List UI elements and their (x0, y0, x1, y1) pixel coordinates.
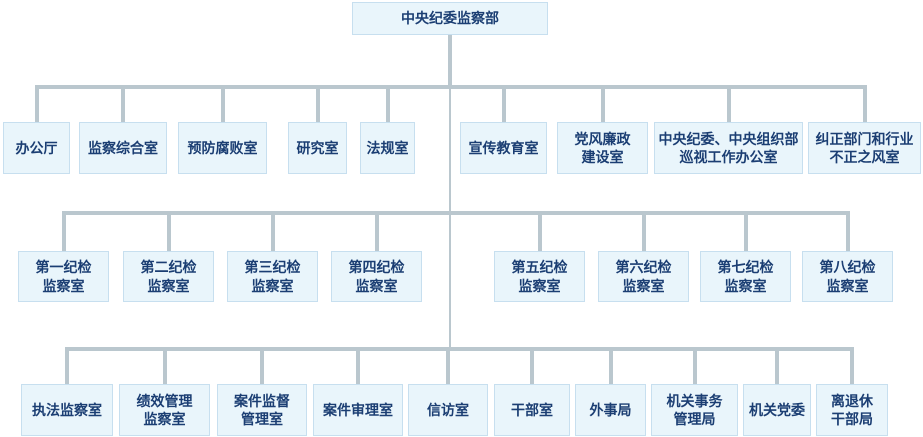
drop-line (166, 211, 171, 251)
drop-line (692, 347, 697, 384)
drop-line (260, 347, 264, 384)
org-node: 第六纪检 监察室 (598, 251, 689, 302)
drop-line (446, 347, 450, 384)
org-node: 第四纪检 监察室 (331, 251, 422, 302)
drop-line (530, 347, 534, 384)
org-node: 党风廉政 建设室 (557, 122, 648, 174)
org-node: 案件审理室 (313, 384, 403, 436)
trunk-line (449, 89, 451, 211)
drop-line (34, 85, 39, 122)
org-node: 机关事务 管理局 (651, 384, 738, 436)
org-node: 执法监察室 (21, 384, 113, 436)
org-node: 监察综合室 (79, 122, 167, 174)
drop-line (374, 211, 379, 251)
org-node: 第三纪检 监察室 (227, 251, 318, 302)
org-node: 第八纪检 监察室 (802, 251, 893, 302)
org-node: 离退休 干部局 (816, 384, 888, 436)
drop-line (356, 347, 360, 384)
org-node: 绩效管理 监察室 (119, 384, 210, 436)
drop-line (600, 85, 605, 122)
org-node: 第一纪检 监察室 (18, 251, 109, 302)
org-node: 外事局 (575, 384, 646, 436)
drop-line (220, 85, 225, 122)
trunk-line (448, 35, 452, 85)
drop-line (775, 347, 779, 384)
drop-line (608, 347, 613, 384)
org-node: 中央纪委、中央组织部 巡视工作办公室 (654, 122, 803, 174)
bus-line (61, 211, 850, 215)
drop-line (726, 85, 731, 122)
org-node: 研究室 (288, 122, 347, 174)
trunk-line (449, 215, 451, 347)
org-node: 第七纪检 监察室 (700, 251, 791, 302)
bus-line (34, 85, 867, 89)
drop-line (743, 211, 748, 251)
drop-line (162, 347, 167, 384)
drop-line (121, 85, 125, 122)
org-node: 预防腐败室 (178, 122, 267, 174)
org-node: 第五纪检 监察室 (494, 251, 585, 302)
org-node: 纠正部门和行业 不正之风室 (808, 122, 921, 174)
org-node: 法规室 (360, 122, 415, 174)
drop-line (641, 211, 646, 251)
drop-line (61, 211, 66, 251)
drop-line (501, 85, 506, 122)
org-node: 机关党委 (743, 384, 811, 436)
drop-line (845, 211, 850, 251)
org-node-root: 中央纪委监察部 (352, 2, 548, 35)
org-node: 办公厅 (3, 122, 70, 174)
org-node: 干部室 (494, 384, 570, 436)
drop-line (537, 211, 542, 251)
drop-line (862, 85, 867, 122)
drop-line (850, 347, 854, 384)
org-node: 案件监督 管理室 (217, 384, 307, 436)
drop-line (315, 85, 320, 122)
org-node: 信访室 (408, 384, 488, 436)
org-node: 宣传教育室 (460, 122, 547, 174)
org-node: 第二纪检 监察室 (123, 251, 214, 302)
drop-line (385, 85, 390, 122)
drop-line (270, 211, 275, 251)
bus-line (65, 347, 854, 351)
drop-line (65, 347, 69, 384)
